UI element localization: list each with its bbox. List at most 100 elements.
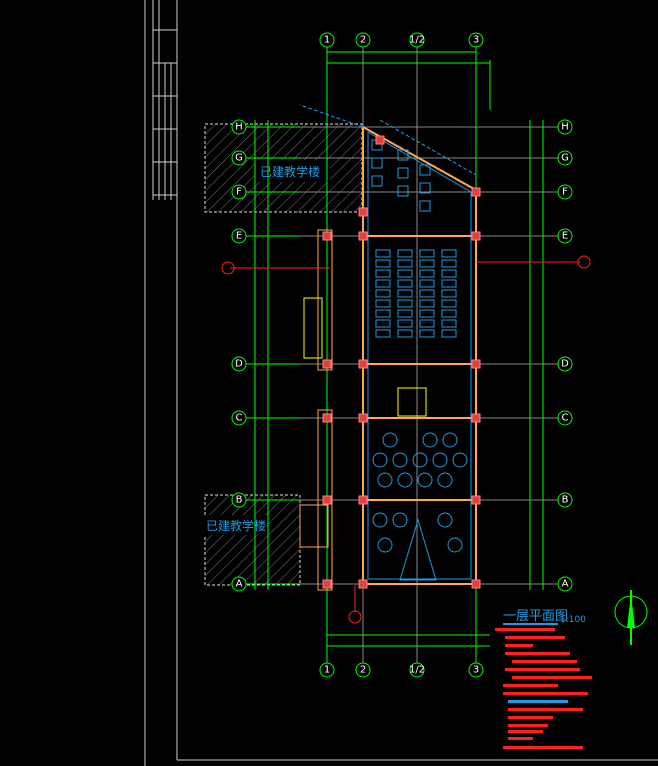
axis-bubble-A: A [231,576,247,592]
desk [397,279,413,288]
desk [419,319,435,328]
axis-label: F [562,187,568,198]
note-line [508,730,543,733]
desk [419,279,435,288]
note-line [508,716,553,719]
column [471,579,481,589]
desk [397,319,413,328]
axis-label: 3 [473,35,479,46]
stage-area [399,518,437,581]
desk [397,299,413,308]
desk [397,309,413,318]
axis-bubble-1: 1 [319,32,335,48]
note-line [508,700,568,703]
note-line [508,708,583,711]
note-line [505,644,533,647]
axis-label: A [236,579,243,590]
axis-label: F [236,187,242,198]
axis-label: E [236,231,242,242]
axis-bubble-B: B [557,492,573,508]
round-table [372,512,388,528]
axis-bubble-1/2: 1/2 [409,32,425,48]
column [358,413,368,423]
axis-label: D [561,359,569,370]
desk [441,319,457,328]
round-table [437,472,453,488]
axis-label: A [562,579,569,590]
desk [419,309,435,318]
desk [419,259,435,268]
axis-bubble-C: C [557,410,573,426]
axis-bubble-3: 3 [468,662,484,678]
desk [419,299,435,308]
desk [375,299,391,308]
classroom-desks [375,249,457,338]
axis-label: D [235,359,243,370]
desk [419,269,435,278]
desk [419,329,435,338]
desk [397,269,413,278]
axis-label: 1/2 [409,665,425,676]
note-line [505,652,570,655]
axis-label: H [235,122,243,133]
desk [441,329,457,338]
drawing-scale: 1:100 [560,615,586,625]
axis-label: 2 [360,35,366,46]
desk [441,259,457,268]
column [471,413,481,423]
round-table [397,472,413,488]
axis-label: H [561,122,569,133]
axis-bubble-D: D [231,356,247,372]
axis-label: 1 [324,665,330,676]
round-table [442,432,458,448]
desk [375,259,391,268]
desk [397,249,413,258]
axis-bubble-3: 3 [468,32,484,48]
round-table [377,537,393,553]
desk [441,249,457,258]
column [358,359,368,369]
round-table [372,452,388,468]
note-line [508,737,533,740]
existing-building-label-south: 已建教学楼 [206,518,266,533]
note-line [503,692,588,695]
column [471,187,481,197]
desk [419,249,435,258]
desk [375,249,391,258]
existing-building-south [204,494,301,586]
column [358,207,368,217]
column [358,231,368,241]
axis-label: 2 [360,665,366,676]
desk [375,289,391,298]
axis-bubble-2: 2 [355,32,371,48]
section-markers [221,255,591,624]
desk [375,329,391,338]
note-line [508,724,548,727]
desk [397,289,413,298]
axis-bubble-1: 1 [319,662,335,678]
round-table [377,472,393,488]
axis-bubble-F: F [557,184,573,200]
axis-bubble-B: B [231,492,247,508]
desk [375,269,391,278]
axis-bubble-A: A [557,576,573,592]
column [322,413,332,423]
column [375,135,385,145]
column [471,495,481,505]
column [358,495,368,505]
round-table [452,452,468,468]
desk [441,289,457,298]
column [322,359,332,369]
round-table [382,432,398,448]
axis-bubble-G: G [231,150,247,166]
existing-building-label-north: 已建教学楼 [260,164,320,179]
note-line [503,746,583,749]
note-line [505,636,565,639]
drawing-frame [144,0,658,766]
axis-label: E [562,231,568,242]
round-table [422,432,438,448]
axis-bubble-C: C [231,410,247,426]
axis-label: G [235,153,243,164]
column [471,359,481,369]
